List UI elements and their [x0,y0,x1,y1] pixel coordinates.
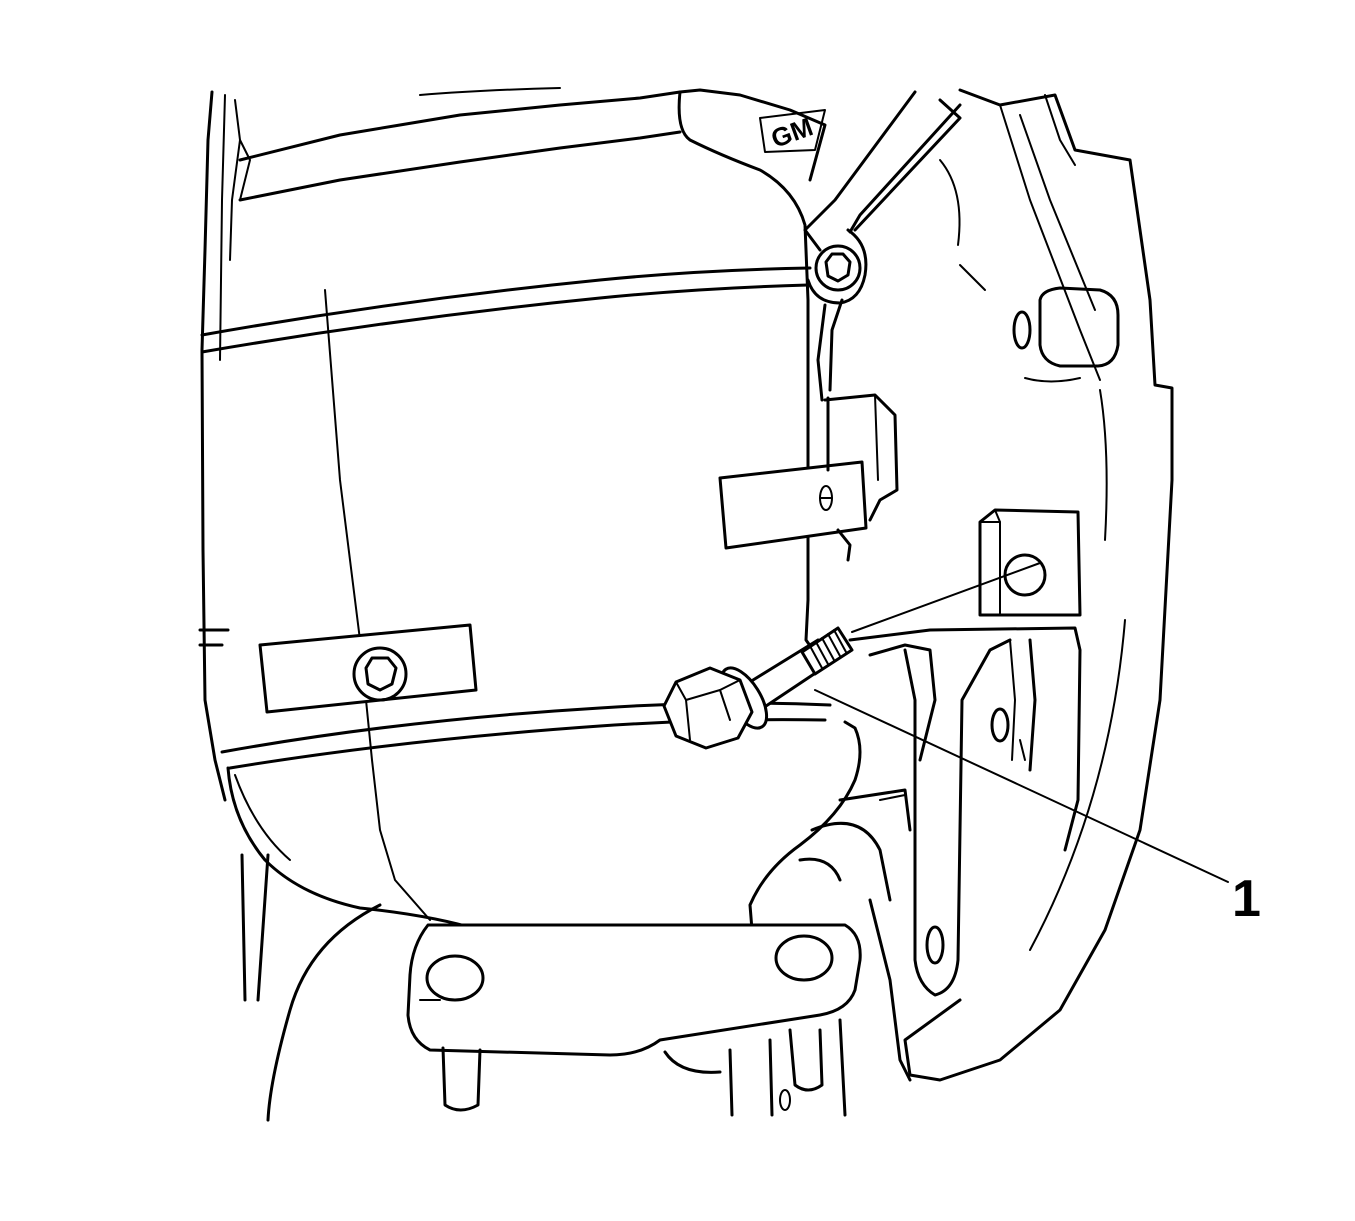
heat-shield-tab-left [258,623,478,714]
strut-bolt [814,244,862,292]
callout-leader-line [814,689,1229,883]
bolt [662,626,854,750]
alignment-line [851,562,1041,633]
exhaust-pipe-arc [240,853,382,1122]
support-strut [803,90,962,402]
mounting-bracket [838,508,1082,1082]
exhaust-flange [406,821,892,1117]
engine-block [903,88,1174,1082]
callout-number-1: 1 [1232,870,1261,928]
heat-shield-tab-right [718,393,899,562]
gm-stamp: GM [759,109,826,154]
